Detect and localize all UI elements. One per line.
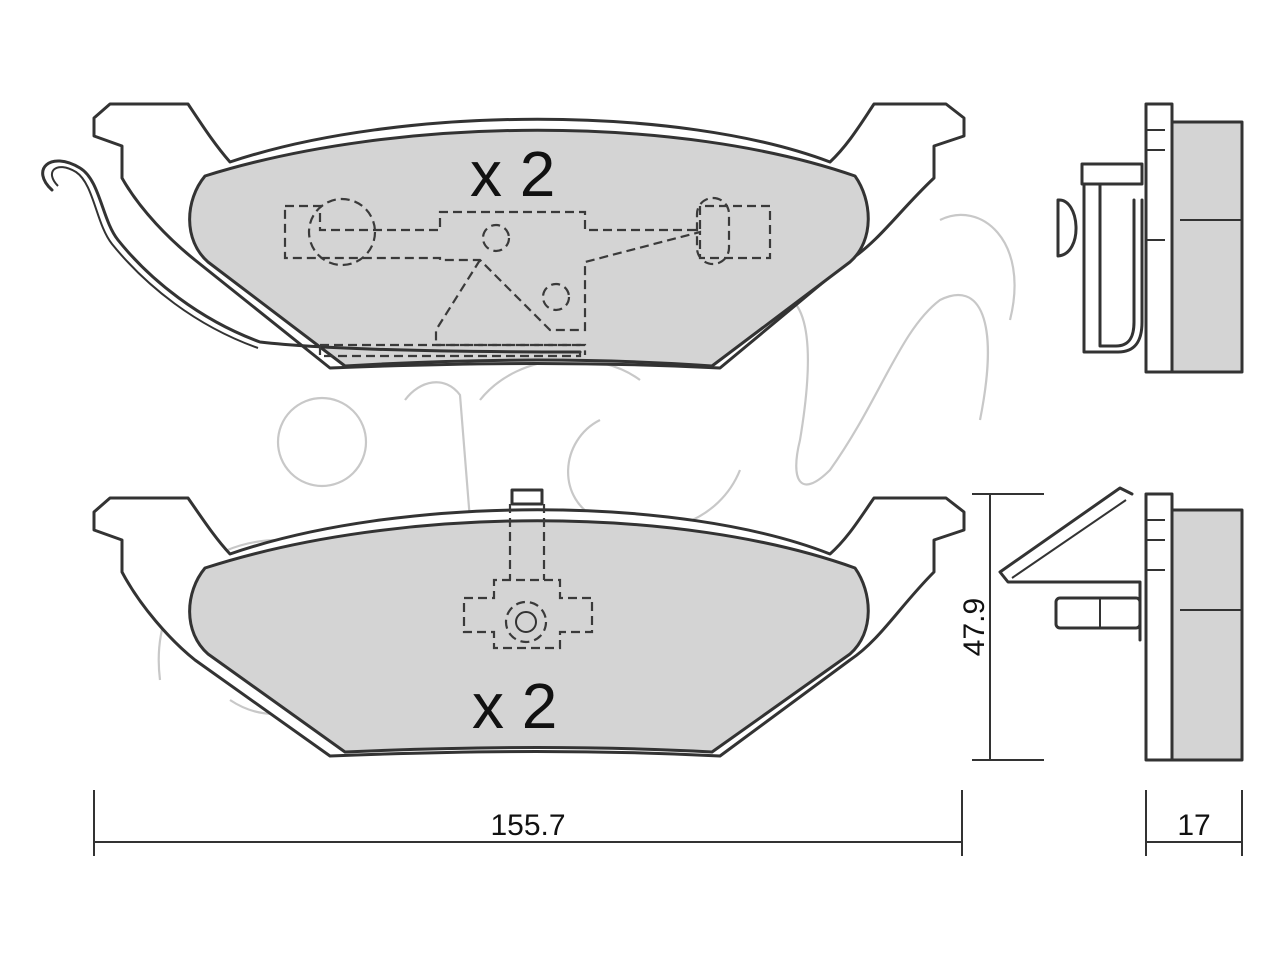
dimension-height-label: 47.9	[958, 598, 991, 656]
dimension-width-label: 155.7	[490, 809, 565, 842]
bottom-pad-front-view: x 2	[92, 488, 966, 758]
dimension-width: 155.7	[93, 790, 963, 856]
bottom-pad-spring-clip	[998, 486, 1142, 642]
bottom-pad-quantity-label: x 2	[472, 670, 557, 742]
top-pad-side-backing	[1144, 102, 1174, 374]
top-pad-quantity-label: x 2	[470, 138, 555, 210]
dimension-height: 47.9	[958, 493, 1044, 761]
top-pad-side-friction	[1170, 120, 1244, 374]
dimension-thickness-label: 17	[1177, 809, 1210, 842]
top-pad-wear-sensor-wire	[41, 159, 582, 354]
dimension-thickness: 17	[1145, 790, 1243, 856]
top-pad-clip-outline	[283, 196, 772, 358]
bottom-pad-side-friction	[1170, 508, 1244, 762]
top-pad-front-view: x 2	[41, 102, 966, 370]
bottom-pad-sensor-outline	[462, 488, 594, 650]
bottom-pad-side-backing	[1144, 492, 1174, 762]
top-pad-side-view	[1056, 102, 1244, 374]
top-pad-friction-material	[188, 128, 870, 368]
bottom-pad-side-view	[998, 486, 1244, 762]
